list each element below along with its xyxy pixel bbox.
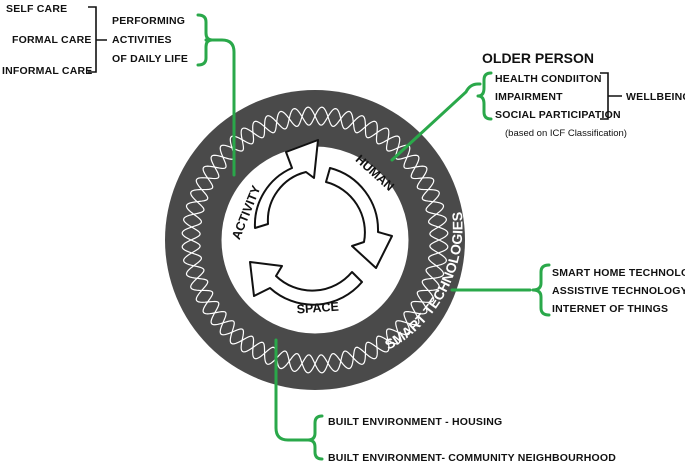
left-result-line-1: PERFORMING (112, 15, 185, 27)
dna-strands (181, 106, 449, 374)
left-result-line-3: OF DAILY LIFE (112, 53, 188, 65)
smart-tech-item-home: SMART HOME TECHNOLOGIES (552, 267, 685, 279)
connector-activity (204, 38, 236, 177)
older-person-title: OLDER PERSON (482, 50, 594, 66)
left-item-self-care: SELF CARE (6, 3, 67, 15)
wellbeing-label: WELLBEING (626, 91, 685, 103)
left-item-formal-care: FORMAL CARE (12, 34, 92, 46)
left-result-line-2: ACTIVITIES (112, 34, 172, 46)
smart-tech-item-assistive: ASSISTIVE TECHNOLOGY (552, 285, 685, 297)
older-person-item-health: HEALTH CONDIITON (495, 73, 602, 85)
cycle-arrow-right (325, 167, 393, 269)
cycle-arrow-bottom (249, 261, 363, 306)
older-person-item-participation: SOCIAL PARTICIPATION (495, 109, 621, 121)
brace-older-person (476, 71, 493, 121)
smart-tech-item-iot: INTERNET OF THINGS (552, 303, 668, 315)
cycle-arrow-top (253, 139, 319, 229)
cycle-arrows (249, 139, 393, 306)
cycle-label-space: SPACE (296, 300, 339, 317)
connector-human (390, 82, 482, 162)
dna-strand (181, 106, 449, 374)
brace-built-env (306, 414, 324, 461)
older-person-item-impairment: IMPAIRMENT (495, 91, 563, 103)
connector-space (274, 338, 310, 442)
left-item-informal-care: INFORMAL CARE (2, 65, 93, 77)
green-connectors (204, 38, 532, 442)
bracket-left-care (88, 6, 107, 73)
brace-activities (196, 13, 214, 67)
icf-note: (based on ICF Classification) (505, 128, 627, 139)
green-braces (196, 13, 551, 461)
bracket-wellbeing (600, 72, 622, 120)
built-env-item-housing: BUILT ENVIRONMENT - HOUSING (328, 416, 502, 428)
built-env-item-community: BUILT ENVIRONMENT- COMMUNITY NEIGHBOURHO… (328, 452, 616, 464)
black-brackets (88, 6, 622, 120)
brace-smart-tech (531, 263, 551, 317)
